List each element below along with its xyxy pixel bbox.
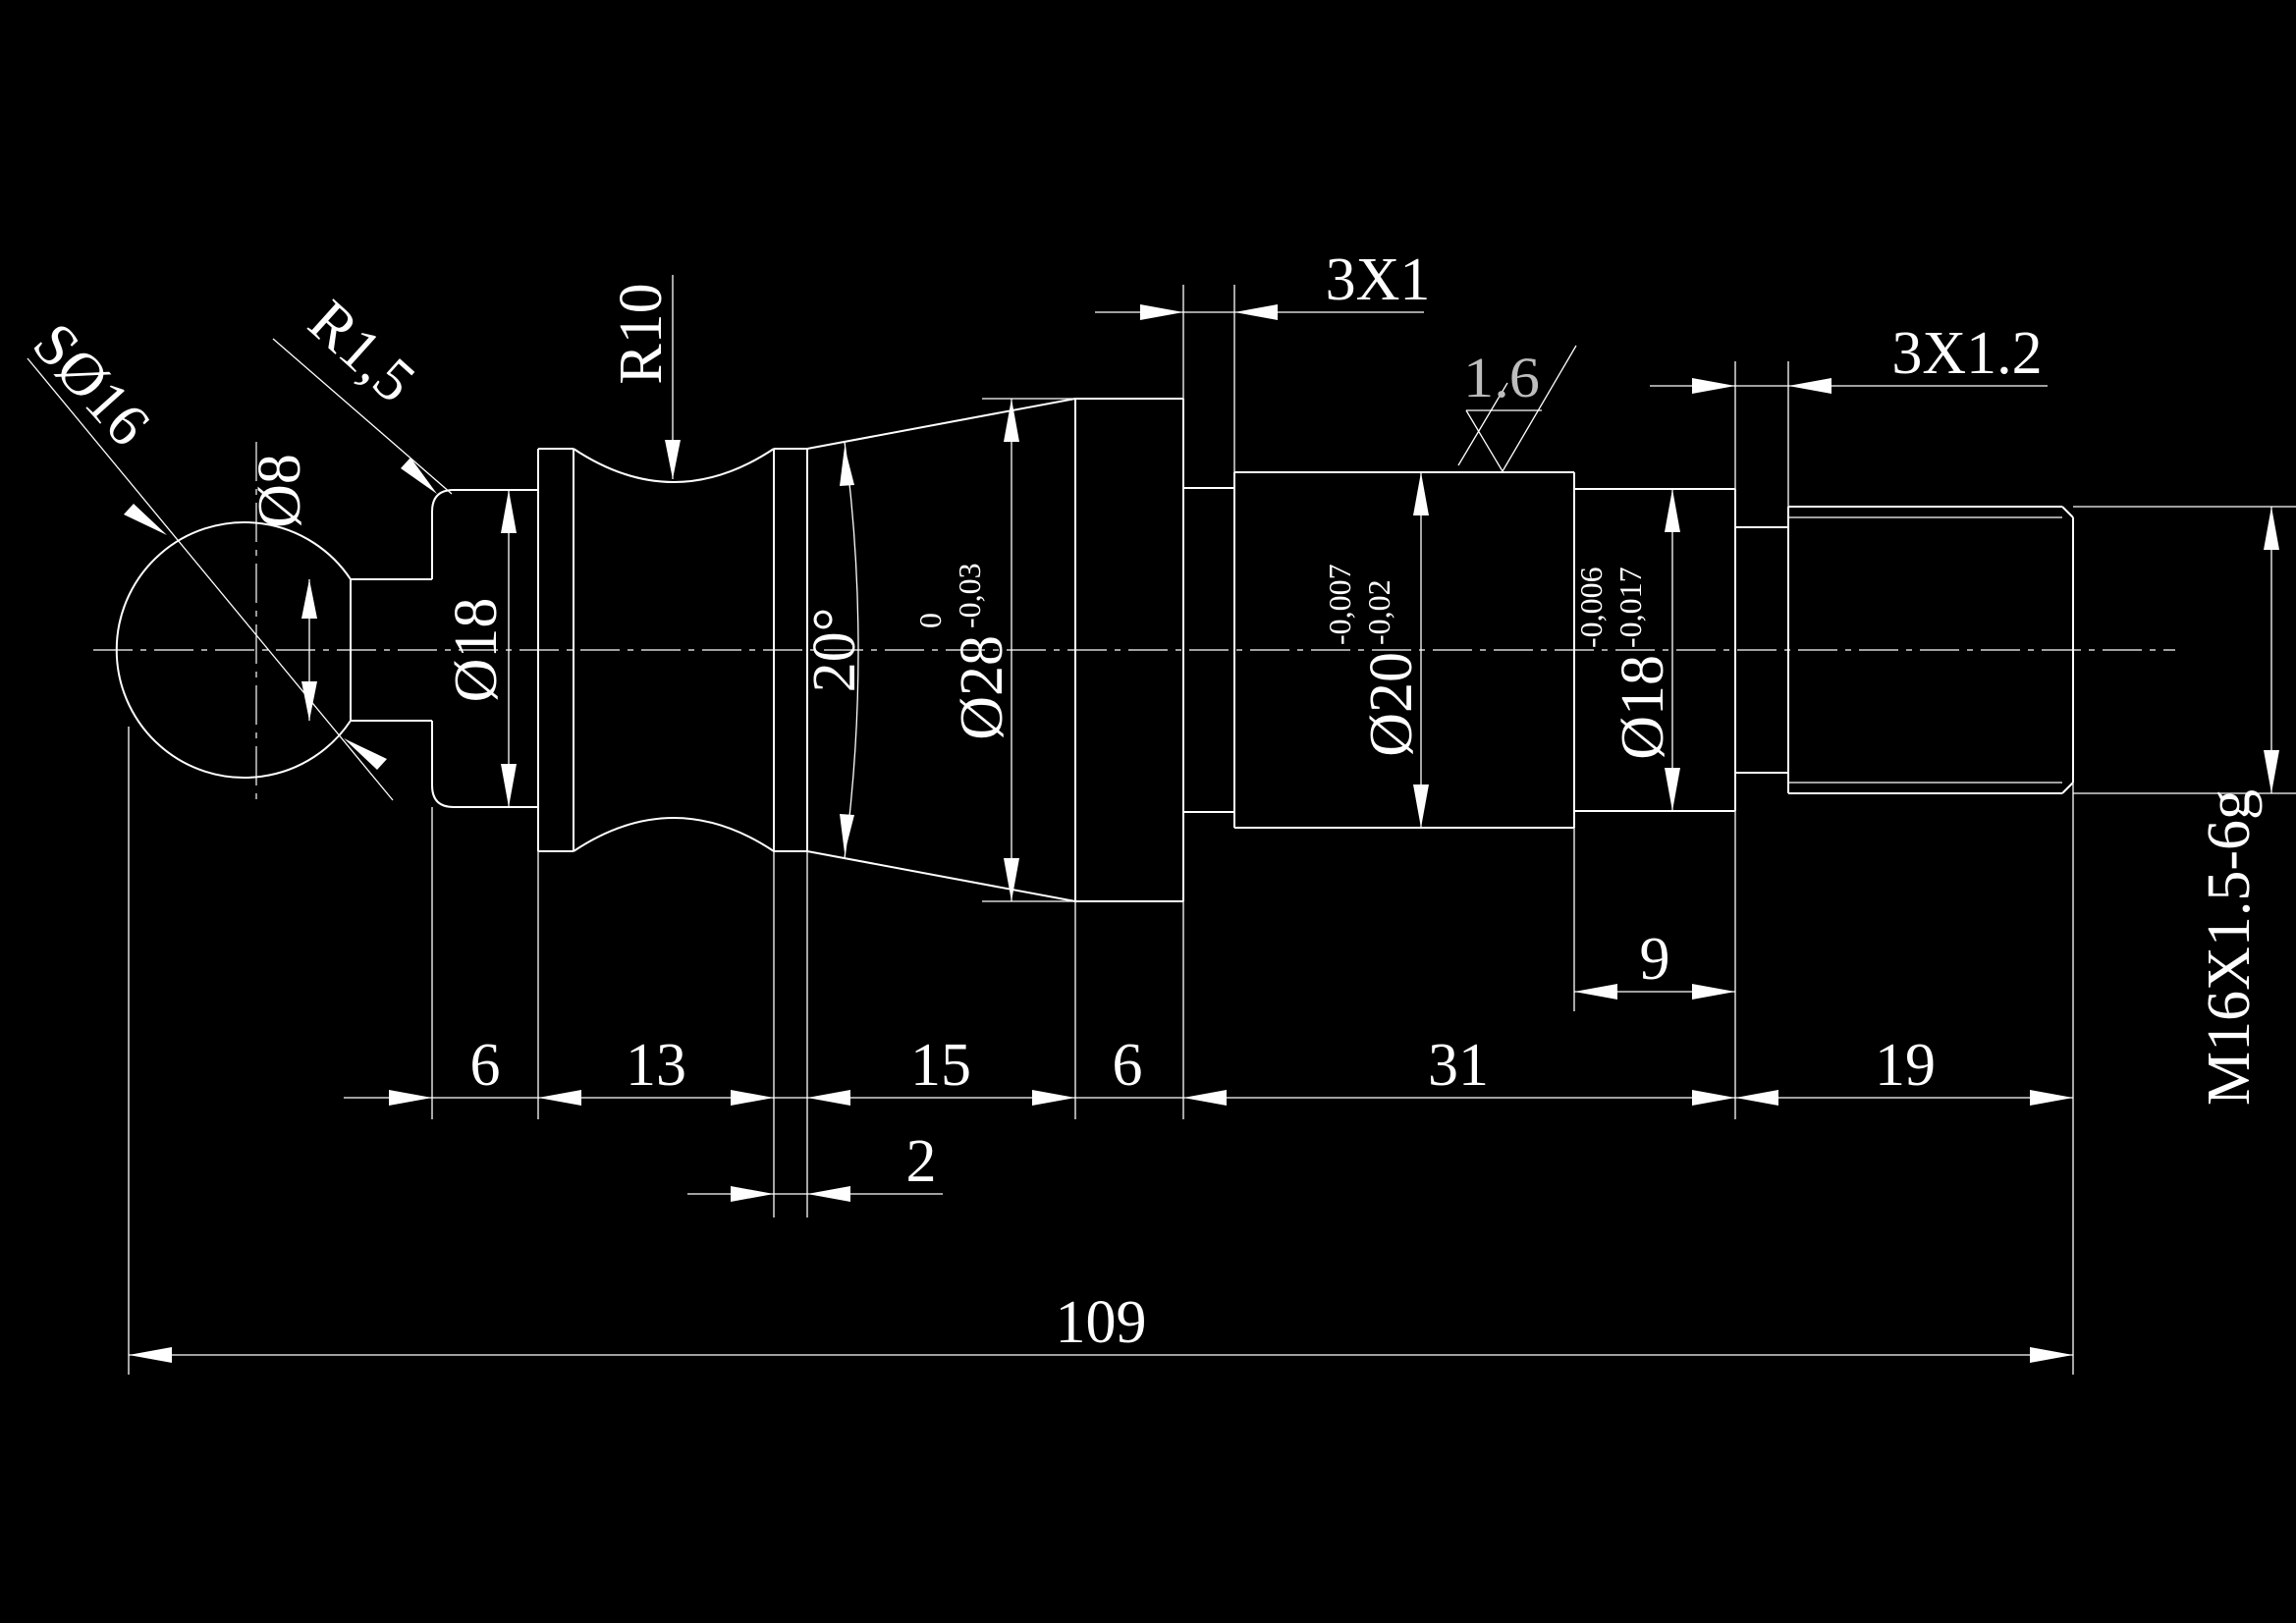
dim-d18: Ø18 [1610, 655, 1676, 760]
dim-seg-19: 19 [1875, 1032, 1936, 1099]
dim-taper-angle: 20° [801, 608, 868, 693]
groove-bottom [573, 817, 775, 852]
dim-neck-diameter: Ø8 [246, 454, 313, 528]
part-outline [115, 398, 2074, 902]
dim-d18-upper-tolerance: -0,006 [1573, 567, 1609, 648]
taper-bottom [806, 850, 1076, 902]
dim-d28-lower-tolerance: -0,03 [952, 563, 987, 628]
dim-radius-r10: R10 [608, 283, 675, 384]
dim-d20: Ø20 [1358, 652, 1425, 757]
horizontal-dimension-texts: 109 6 13 15 6 31 19 2 9 3X1 3X1.2 [470, 246, 2043, 1356]
dimension-lines [27, 275, 2272, 1356]
dim-fillet-radius: R1,5 [296, 288, 427, 415]
dim-d28-upper-tolerance: 0 [912, 613, 948, 628]
roughness-symbol: 1.6 [1463, 345, 1577, 472]
dim-seg-9: 9 [1640, 926, 1670, 993]
dim-seg-31: 31 [1428, 1032, 1489, 1099]
dim-collar-diameter: Ø18 [443, 598, 510, 703]
taper-top [806, 398, 1076, 450]
dim-overall-length: 109 [1056, 1289, 1147, 1356]
rotated-dimension-texts: Ø18 Ø8 R10 20° SØ16 R1,5 M16X1.5-6g Ø28 … [20, 283, 2263, 1106]
dim-d20-upper-tolerance: -0,007 [1322, 564, 1357, 645]
dim-seg-15: 15 [910, 1032, 971, 1099]
groove-top [573, 448, 775, 483]
dim-seg-6a: 6 [470, 1032, 501, 1099]
dim-thread: M16X1.5-6g [2196, 789, 2263, 1106]
dim-seg-2: 2 [906, 1128, 937, 1195]
roughness-value: 1.6 [1463, 346, 1540, 409]
dim-undercut-2: 3X1.2 [1891, 320, 2042, 387]
dim-seg-6b: 6 [1113, 1032, 1143, 1099]
dim-undercut-1: 3X1 [1326, 246, 1431, 313]
arrowheads [124, 304, 2279, 1363]
extension-lines [128, 285, 2296, 1375]
dim-seg-13: 13 [626, 1032, 686, 1099]
sphere [115, 521, 352, 779]
dim-d28: Ø28 [949, 635, 1015, 740]
dim-d20-lower-tolerance: -0,02 [1361, 579, 1396, 645]
dim-d18-lower-tolerance: -0,017 [1613, 567, 1648, 648]
